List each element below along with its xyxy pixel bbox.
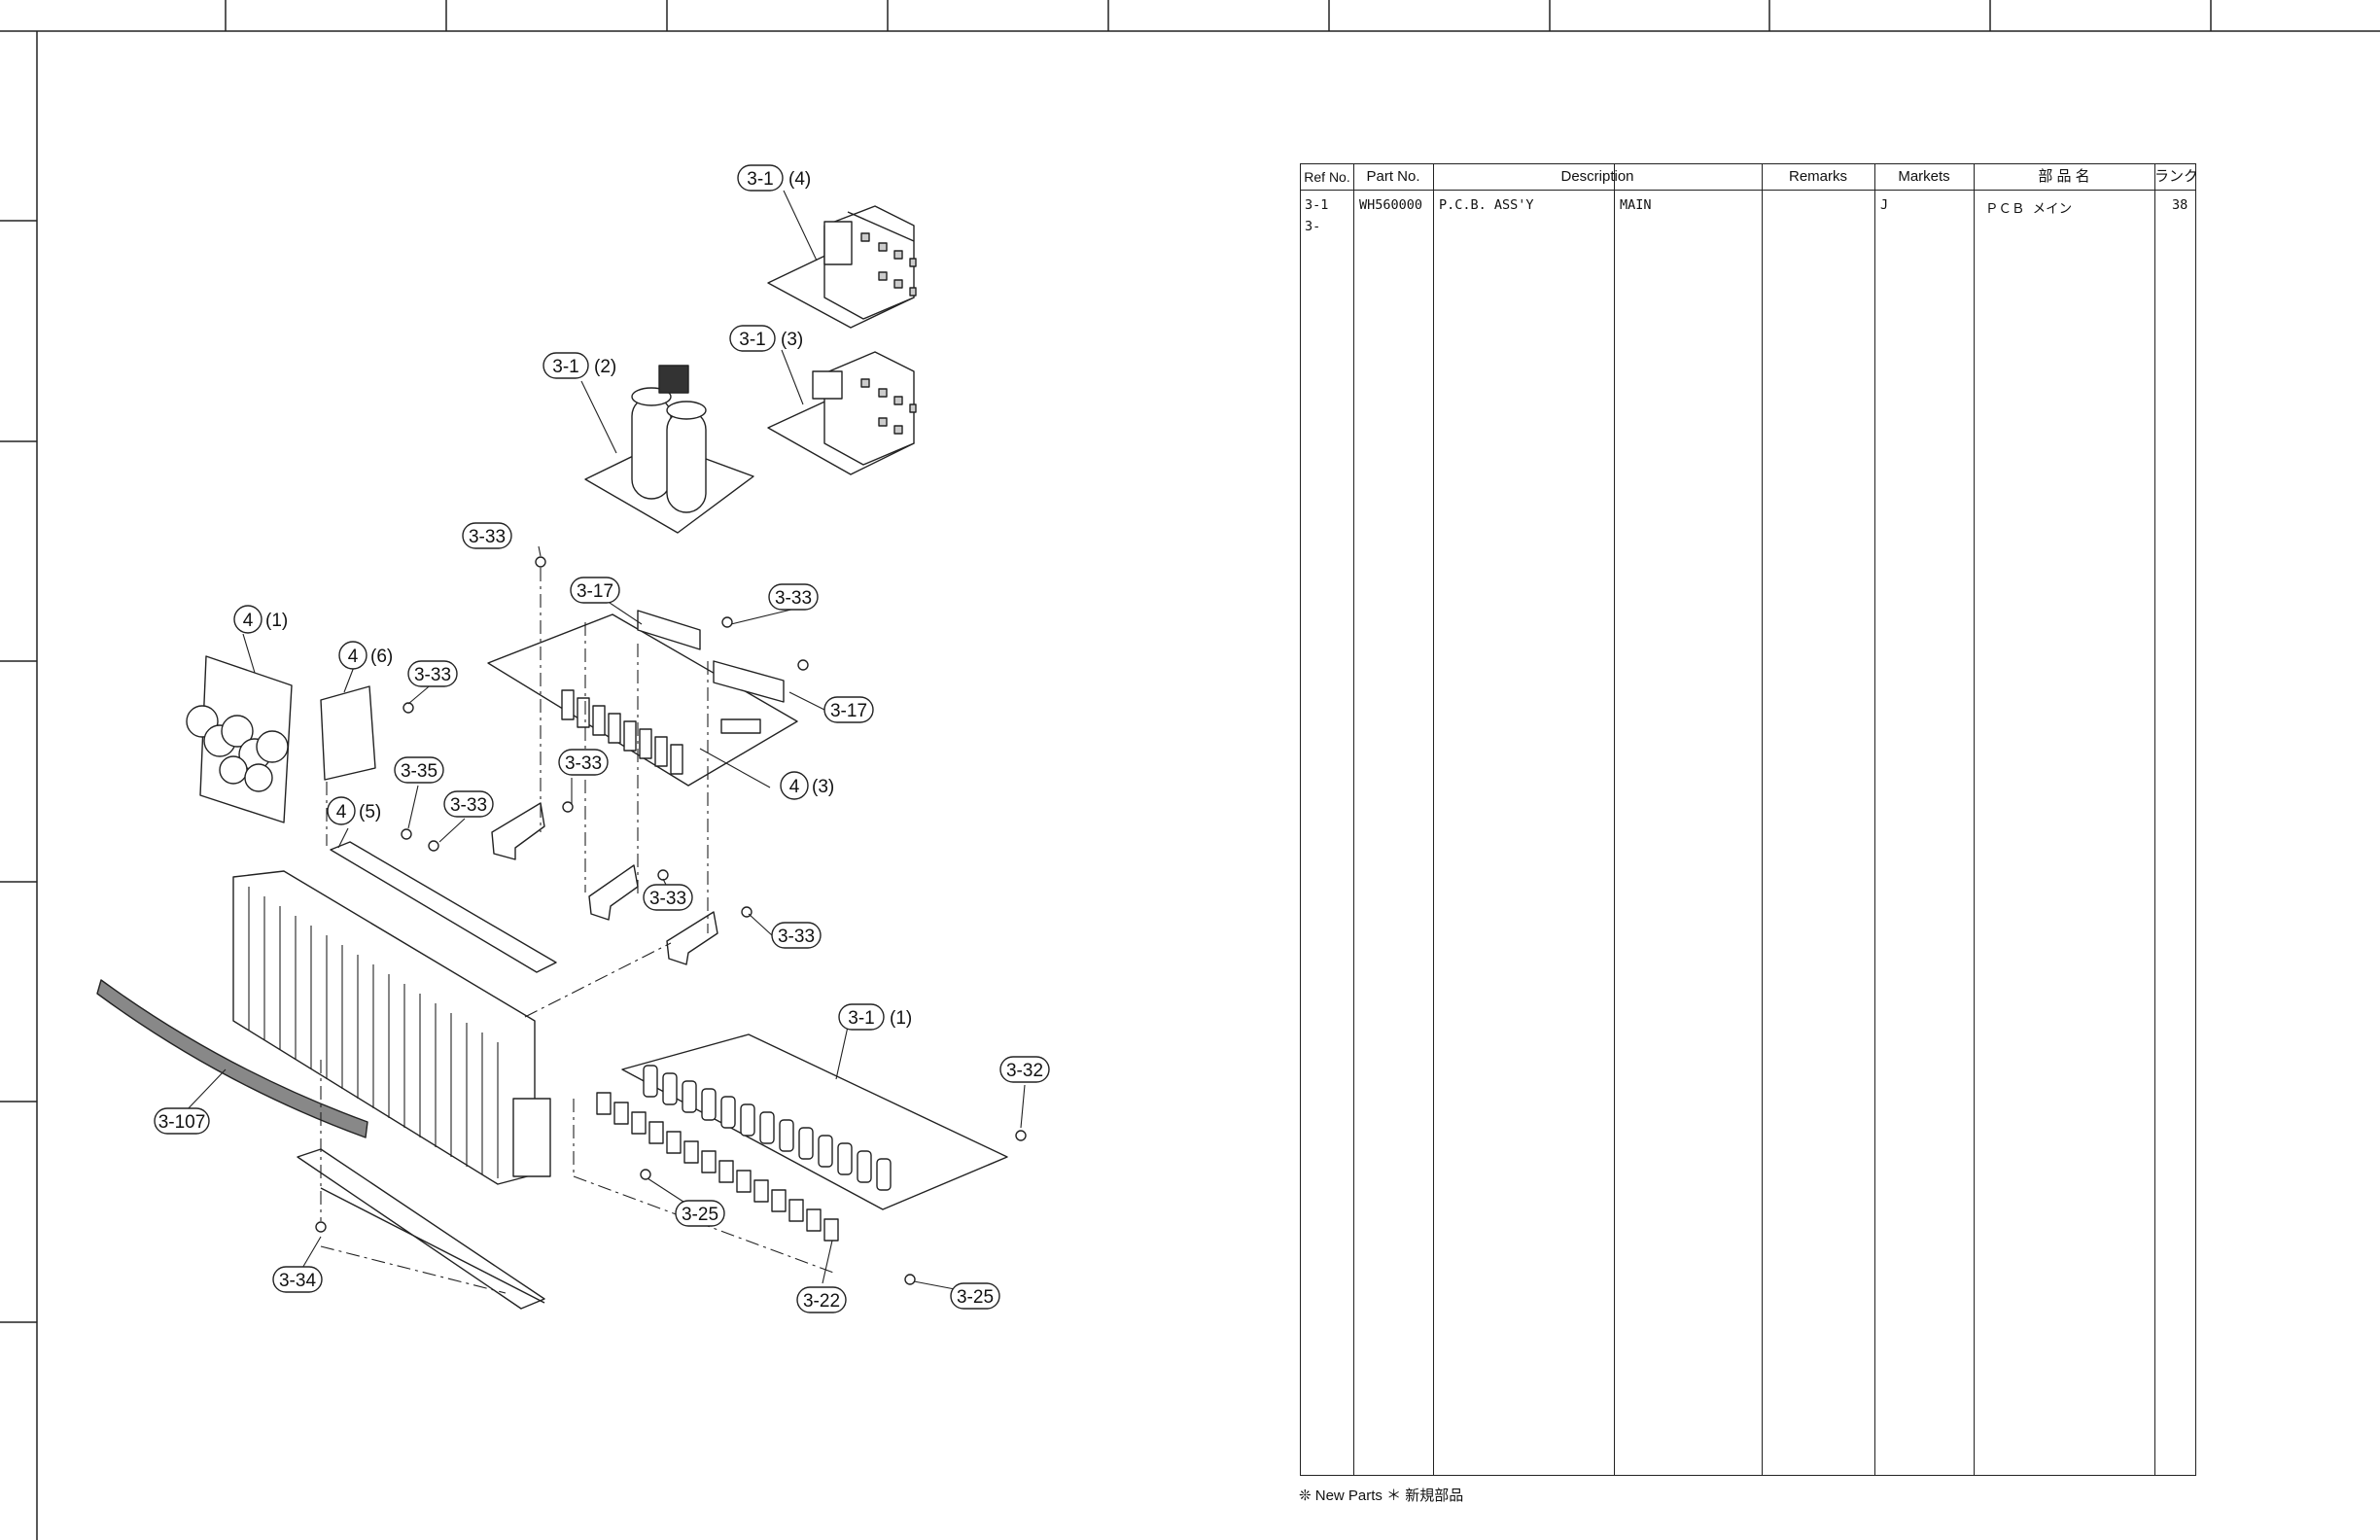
- callout-3-1-2: 3-1 (2): [543, 353, 616, 378]
- cell-description-sub: MAIN: [1620, 197, 1652, 213]
- exploded-parts-diagram: 3-1 (4) 3-1 (3) 3-1 (2) 3-33 3-17 3-33: [0, 0, 1167, 1540]
- svg-text:3-25: 3-25: [957, 1287, 994, 1308]
- cell-rank: 38: [2172, 197, 2188, 213]
- header-rank: ランク: [2154, 164, 2197, 190]
- svg-text:3-33: 3-33: [469, 527, 506, 547]
- callout-3-33-b: 3-33: [769, 584, 818, 610]
- callout-3-1-4: 3-1 (4): [738, 165, 811, 191]
- header-ref-no: Ref No.: [1301, 164, 1353, 190]
- column-divider: [1353, 164, 1354, 1475]
- callout-3-22: 3-22: [797, 1287, 846, 1312]
- svg-text:3-33: 3-33: [450, 795, 487, 816]
- callout-4-5: 4 (5): [328, 797, 381, 824]
- pcb-3-1-2: [585, 366, 753, 533]
- cell-ref-no: 3-: [1305, 219, 1320, 234]
- pcb-3-1-4: [768, 206, 916, 328]
- callout-3-1-1: 3-1 (1): [839, 1004, 912, 1030]
- callout-3-1-3: 3-1 (3): [730, 326, 803, 351]
- svg-text:3-1: 3-1: [848, 1008, 874, 1029]
- heat-sink: [233, 871, 550, 1184]
- column-divider: [1974, 164, 1975, 1475]
- column-divider: [2154, 164, 2155, 1475]
- svg-text:3-33: 3-33: [565, 753, 602, 774]
- bracket-right: [667, 912, 718, 964]
- cell-markets: J: [1880, 197, 1888, 213]
- header-divider: [1301, 190, 2195, 191]
- svg-text:3-33: 3-33: [778, 927, 815, 947]
- column-divider: [1614, 164, 1615, 1475]
- svg-text:3-34: 3-34: [279, 1271, 316, 1291]
- header-remarks: Remarks: [1762, 164, 1874, 190]
- svg-text:3-1: 3-1: [747, 169, 773, 190]
- pcb-3-1-1: [622, 1034, 1007, 1209]
- parts-list-table: Ref No. Part No. Description Remarks Mar…: [1300, 163, 2196, 1476]
- svg-text:(1): (1): [265, 611, 288, 631]
- svg-text:(1): (1): [890, 1008, 912, 1029]
- svg-text:3-17: 3-17: [577, 581, 613, 602]
- svg-text:(6): (6): [370, 647, 393, 667]
- callout-3-32: 3-32: [1000, 1057, 1049, 1082]
- cell-description: P.C.B. ASS'Y: [1439, 197, 1534, 213]
- callout-3-33-f: 3-33: [644, 885, 692, 910]
- svg-text:(2): (2): [594, 357, 616, 377]
- column-divider: [1762, 164, 1763, 1475]
- svg-text:3-17: 3-17: [830, 701, 867, 721]
- callout-3-33-c: 3-33: [408, 661, 457, 686]
- svg-text:4: 4: [789, 777, 800, 797]
- svg-text:(3): (3): [812, 777, 834, 797]
- cell-ref-no: 3-1: [1305, 197, 1328, 213]
- svg-text:3-25: 3-25: [682, 1205, 718, 1225]
- svg-text:3-1: 3-1: [552, 357, 578, 377]
- pcb-4-6: [321, 686, 375, 780]
- bracket-left: [492, 803, 544, 859]
- svg-text:(5): (5): [359, 802, 381, 822]
- column-divider: [1433, 164, 1434, 1475]
- callout-4-1: 4 (1): [234, 606, 288, 633]
- callout-3-17-a: 3-17: [571, 578, 619, 603]
- callout-3-34: 3-34: [273, 1267, 322, 1292]
- cell-part-no: WH560000: [1359, 197, 1422, 213]
- svg-text:4: 4: [243, 611, 254, 631]
- svg-text:(4): (4): [788, 169, 811, 190]
- svg-text:4: 4: [336, 802, 347, 822]
- cell-jp-name: ＰＣＢ メイン: [1985, 197, 2072, 217]
- callout-3-33-e: 3-33: [444, 791, 493, 817]
- header-markets: Markets: [1874, 164, 1974, 190]
- svg-text:(3): (3): [781, 330, 803, 350]
- callout-4-6: 4 (6): [339, 642, 393, 669]
- header-jp-name: 部 品 名: [1974, 164, 2154, 190]
- svg-text:3-22: 3-22: [803, 1291, 840, 1312]
- new-parts-footnote: ❊ New Parts ＊ 新規部品: [1299, 1485, 1463, 1505]
- svg-text:3-35: 3-35: [401, 761, 438, 782]
- callout-3-33-a: 3-33: [463, 523, 511, 548]
- svg-text:3-107: 3-107: [158, 1112, 206, 1133]
- callout-3-25-b: 3-25: [951, 1283, 999, 1309]
- svg-text:3-32: 3-32: [1006, 1061, 1043, 1081]
- header-part-no: Part No.: [1353, 164, 1433, 190]
- svg-text:3-33: 3-33: [414, 665, 451, 685]
- callout-4-3: 4 (3): [781, 772, 834, 799]
- svg-text:3-33: 3-33: [775, 588, 812, 609]
- callout-3-33-g: 3-33: [772, 923, 821, 948]
- svg-text:3-33: 3-33: [649, 889, 686, 909]
- callout-3-33-d: 3-33: [559, 750, 608, 775]
- callout-3-107: 3-107: [155, 1108, 209, 1134]
- column-divider: [1874, 164, 1875, 1475]
- bracket-middle: [589, 865, 638, 920]
- svg-text:3-1: 3-1: [739, 330, 765, 350]
- pcb-4-3: [488, 611, 797, 786]
- pcb-4-1: [187, 656, 292, 822]
- callout-3-17-b: 3-17: [824, 697, 873, 722]
- callout-3-35: 3-35: [395, 757, 443, 783]
- svg-text:4: 4: [348, 647, 359, 667]
- header-description: Description: [1433, 164, 1762, 190]
- callout-3-25-a: 3-25: [676, 1201, 724, 1226]
